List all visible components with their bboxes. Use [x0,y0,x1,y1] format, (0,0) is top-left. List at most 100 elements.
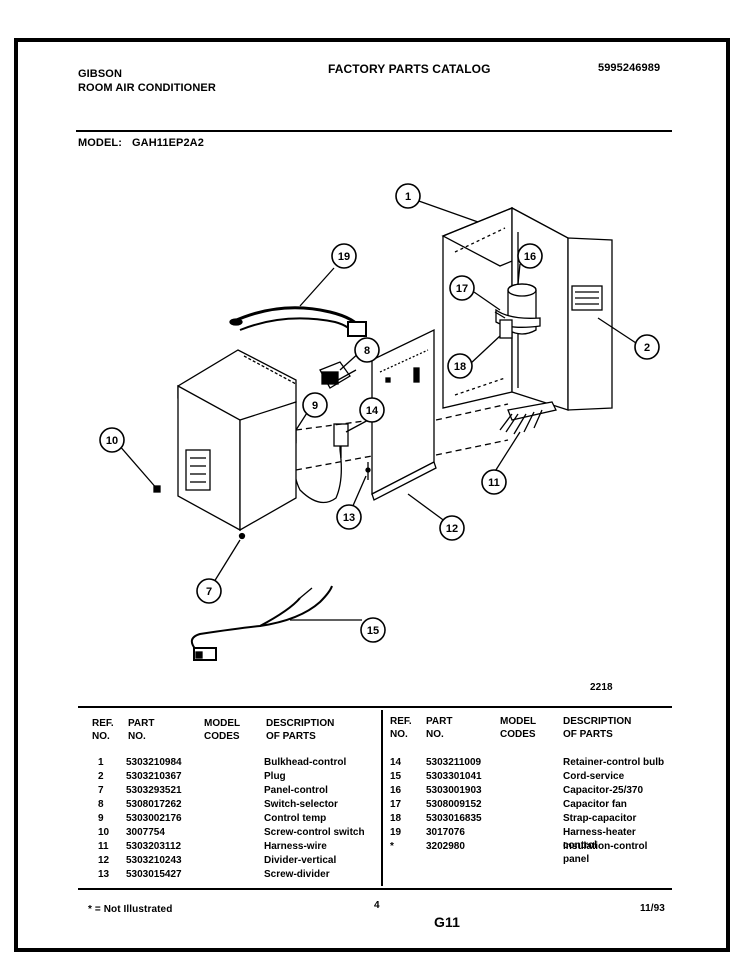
cell-ref: 14 [390,757,402,768]
callout-12: 12 [446,523,458,535]
col-ref-no: REF. NO. [92,718,114,742]
callout-11: 11 [488,477,500,489]
heater-harness-part [229,306,367,337]
cell-part: 5308017262 [126,799,182,810]
cell-desc: Harness-wire [264,841,327,852]
col-description: DESCRIPTION OF PARTS [266,718,335,742]
cell-ref: 16 [390,785,402,796]
cell-desc: Capacitor fan [563,799,627,810]
callout-15: 15 [367,625,379,637]
callout-19: 19 [338,251,350,263]
callout-18: 18 [454,361,466,373]
cell-desc: Retainer-control bulb [563,757,665,768]
callout-10: 10 [106,435,118,447]
cell-ref: 18 [390,813,402,824]
page-border [14,38,730,952]
cell-part: 3202980 [426,841,465,852]
cell-part: 5303002176 [126,813,182,824]
cell-ref: 1 [98,757,104,768]
cell-desc: Strap-capacitor [563,813,637,824]
cell-ref: 2 [98,771,104,782]
screw-control-switch-part [117,443,161,493]
brand: GIBSON [78,68,122,80]
cell-part: 5303016835 [426,813,482,824]
retainer-bulb-part [333,423,349,458]
cell-part: 5303293521 [126,785,182,796]
header-rule [76,130,672,132]
revision-date: 11/93 [640,903,665,914]
cell-desc: Switch-selector [264,799,338,810]
callout-7: 7 [206,586,212,598]
cell-ref: 11 [98,841,109,852]
cell-desc-cont: panel [563,854,590,865]
cell-part: 5303001903 [426,785,482,796]
cell-desc: Panel-control [264,785,328,796]
callout-8: 8 [364,345,370,357]
cell-desc: Plug [264,771,286,782]
diagram-ref-code: 2218 [590,682,613,693]
cell-ref: 8 [98,799,104,810]
cell-part: 5303210243 [126,855,182,866]
cell-part: 5308009152 [426,799,482,810]
service-cord-part [190,585,333,661]
cell-part: 3017076 [426,827,465,838]
cell-desc: Screw-control switch [264,827,365,838]
cell-ref: 19 [390,827,402,838]
cell-part: 5303301041 [426,771,482,782]
callout-14: 14 [366,405,379,417]
cell-ref: * [390,841,394,852]
cell-ref: 10 [98,827,110,838]
cell-ref: 13 [98,869,110,880]
product-name: ROOM AIR CONDITIONER [78,82,216,94]
cell-desc: Insulation-control [563,841,648,852]
wire-harness-part [499,401,557,435]
cell-ref: 9 [98,813,104,824]
cell-ref: 12 [98,855,110,866]
cell-desc-cont: control [563,840,597,851]
selector-switch-part [319,361,357,389]
cell-ref: 7 [98,785,104,796]
cell-desc: Capacitor-25/370 [563,785,644,796]
col-description-right: DESCRIPTION OF PARTS [563,716,632,740]
callout-13: 13 [343,512,355,524]
table-divider [381,710,383,886]
cell-part: 5303211009 [426,757,482,768]
cell-ref: 17 [390,799,402,810]
page-number: 4 [374,900,380,911]
catalog-title: FACTORY PARTS CATALOG [328,62,491,76]
cell-part: 3007754 [126,827,165,838]
cell-desc: Cord-service [563,771,625,782]
cell-desc: Divider-vertical [264,855,337,866]
callout-9: 9 [312,400,318,412]
vertical-divider-part [371,328,437,501]
callout-2: 2 [644,342,650,354]
capacitor-assembly [494,283,541,339]
catalog-number: 5995246989 [598,62,661,74]
cell-desc: Screw-divider [264,869,330,880]
col-ref-no-right: REF. NO. [390,716,412,740]
callout-1: 1 [405,191,411,203]
cell-part: 5303203112 [126,841,182,852]
model-label: MODEL: [78,137,122,149]
col-part-no: PART NO. [128,718,155,742]
control-panel-part [177,349,297,540]
callout-16: 16 [524,251,536,263]
table-bottom-rule [78,888,672,890]
model-number: GAH11EP2A2 [132,137,204,149]
cell-part: 5303015427 [126,869,182,880]
col-part-no-right: PART NO. [426,716,453,740]
cell-part: 5303210367 [126,771,182,782]
screw-divider-part [365,462,371,480]
footnote: * = Not Illustrated [88,904,173,915]
section-code: G11 [434,914,460,930]
col-model-codes-right: MODEL CODES [500,716,537,740]
callout-17: 17 [456,283,468,295]
cell-desc: Control temp [264,813,327,824]
cell-desc: Bulkhead-control [264,757,347,768]
col-model-codes: MODEL CODES [204,718,241,742]
cell-desc: Harness-heater [563,827,636,838]
table-top-rule [78,706,672,708]
cell-ref: 15 [390,771,402,782]
cell-part: 5303210984 [126,757,182,768]
